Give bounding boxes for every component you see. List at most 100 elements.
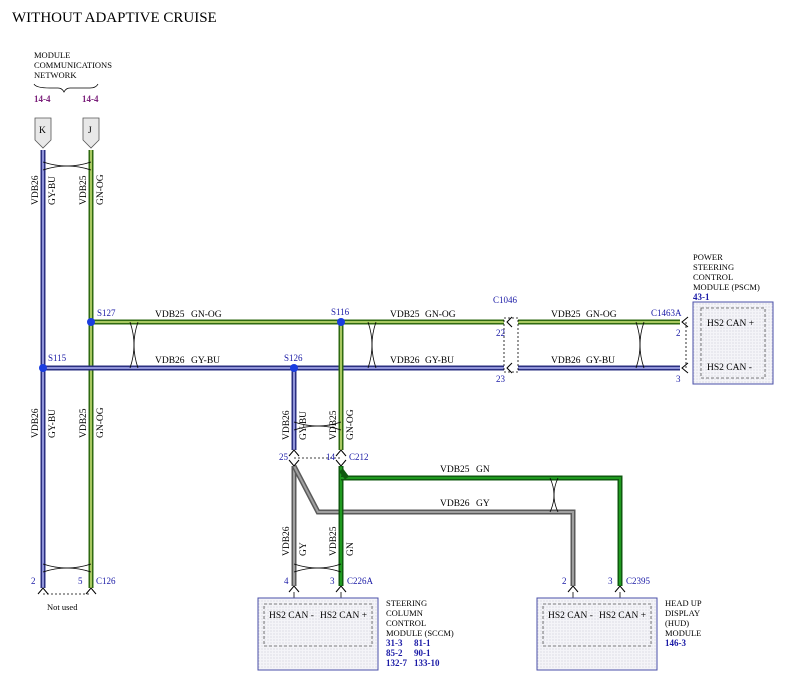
c2395-label: C2395	[626, 576, 651, 586]
svg-text:GN: GN	[476, 465, 490, 475]
connector-c126: 2 5 C126 Not used	[31, 576, 116, 612]
connector-c1046: C1046 22 23	[493, 295, 519, 384]
svg-text:GN: GN	[346, 542, 356, 556]
svg-text:MODULE: MODULE	[665, 628, 701, 638]
splice-s127	[87, 318, 95, 326]
pscm-can-minus: HS2 CAN -	[707, 363, 752, 373]
network-connector-k: K	[34, 117, 52, 149]
svg-text:CONTROL: CONTROL	[386, 618, 426, 628]
svg-text:GN-OG: GN-OG	[346, 409, 356, 440]
svg-text:22: 22	[496, 328, 505, 338]
c126-label: C126	[96, 576, 116, 586]
svg-text:GY-BU: GY-BU	[48, 176, 58, 205]
svg-text:3: 3	[608, 576, 613, 586]
svg-text:VDB25: VDB25	[390, 310, 420, 320]
svg-text:GY-BU: GY-BU	[299, 411, 309, 440]
wire-vdb25-gn-hud	[341, 475, 623, 586]
splice-s126	[290, 364, 298, 372]
svg-text:VDB25: VDB25	[440, 465, 470, 475]
svg-text:(HUD): (HUD)	[665, 618, 689, 628]
svg-text:31-3: 31-3	[386, 638, 403, 648]
sccm-can-plus: HS2 CAN +	[320, 611, 367, 621]
diagram-title: WITHOUT ADAPTIVE CRUISE	[12, 10, 217, 26]
svg-text:COLUMN: COLUMN	[386, 608, 423, 618]
svg-text:VDB26: VDB26	[551, 356, 581, 366]
svg-text:25: 25	[279, 452, 289, 462]
svg-text:POWER: POWER	[693, 252, 723, 262]
vertical-circuit-labels: VDB26 GY-BU VDB25 GN-OG VDB26 GY-BU VDB2…	[31, 174, 356, 556]
svg-text:VDB26: VDB26	[282, 526, 292, 556]
svg-text:HEAD UP: HEAD UP	[665, 598, 702, 608]
svg-text:VDB26: VDB26	[282, 410, 292, 440]
connector-c212: 25 14 C212	[279, 449, 369, 467]
svg-text:90-1: 90-1	[414, 648, 431, 658]
svg-text:4: 4	[284, 576, 289, 586]
svg-text:2: 2	[676, 328, 681, 338]
svg-text:GN-OG: GN-OG	[96, 174, 106, 205]
svg-text:VDB26: VDB26	[31, 175, 41, 205]
svg-text:VDB25: VDB25	[155, 310, 185, 320]
connector-c1463a: C1463A 2 3	[651, 308, 689, 384]
c1046-label: C1046	[493, 295, 518, 305]
network-label: MODULE COMMUNICATIONS NETWORK 14-4 14-4	[33, 50, 112, 104]
svg-text:VDB25: VDB25	[329, 410, 339, 440]
horizontal-circuit-labels: VDB25 GN-OG VDB25 GN-OG VDB25 GN-OG VDB2…	[155, 310, 617, 509]
svg-text:K: K	[39, 126, 46, 136]
svg-text:VDB25: VDB25	[79, 408, 89, 438]
svg-text:C1463A: C1463A	[651, 308, 682, 318]
svg-text:2: 2	[31, 576, 36, 586]
svg-text:132-7: 132-7	[386, 658, 407, 668]
svg-text:GY-BU: GY-BU	[425, 356, 454, 366]
wire-vdb26-gy-hud	[291, 464, 576, 586]
svg-text:VDB25: VDB25	[551, 310, 581, 320]
splice-s115-label: S115	[48, 353, 67, 363]
network-connector-j: J	[82, 117, 100, 149]
svg-text:VDB26: VDB26	[155, 356, 185, 366]
pscm-ref: 43-1	[693, 292, 710, 302]
splice-s115	[39, 364, 47, 372]
c226a-label: C226A	[347, 576, 374, 586]
svg-text:5: 5	[78, 576, 83, 586]
svg-text:GY-BU: GY-BU	[48, 409, 58, 438]
svg-text:GN-OG: GN-OG	[191, 310, 222, 320]
c212-label: C212	[349, 452, 369, 462]
svg-text:3: 3	[330, 576, 335, 586]
svg-text:2: 2	[562, 576, 567, 586]
svg-text:GY-BU: GY-BU	[191, 356, 220, 366]
sccm-module: HS2 CAN - HS2 CAN + STEERING COLUMN CONT…	[257, 597, 454, 671]
svg-text:CONTROL: CONTROL	[693, 272, 733, 282]
svg-text:GN-OG: GN-OG	[425, 310, 456, 320]
svg-text:MODULE (SCCM): MODULE (SCCM)	[386, 628, 454, 638]
svg-text:VDB25: VDB25	[79, 175, 89, 205]
svg-text:GY-BU: GY-BU	[586, 356, 615, 366]
svg-text:GN-OG: GN-OG	[96, 407, 106, 438]
svg-text:14: 14	[326, 452, 336, 462]
pscm-can-plus: HS2 CAN +	[707, 319, 754, 329]
svg-text:3: 3	[676, 374, 681, 384]
svg-text:VDB26: VDB26	[390, 356, 420, 366]
svg-text:NETWORK: NETWORK	[34, 70, 77, 80]
svg-text:81-1: 81-1	[414, 638, 431, 648]
network-ref-k: 14-4	[34, 94, 51, 104]
svg-text:DISPLAY: DISPLAY	[665, 608, 700, 618]
splice-s116-label: S116	[331, 307, 350, 317]
network-ref-j: 14-4	[82, 94, 99, 104]
svg-text:STEERING: STEERING	[693, 262, 734, 272]
hud-ref: 146-3	[665, 638, 686, 648]
svg-text:GY: GY	[299, 542, 309, 556]
svg-text:133-10: 133-10	[414, 658, 440, 668]
svg-text:VDB26: VDB26	[31, 408, 41, 438]
svg-text:GN-OG: GN-OG	[586, 310, 617, 320]
svg-text:STEERING: STEERING	[386, 598, 427, 608]
hud-can-plus: HS2 CAN +	[599, 611, 646, 621]
pscm-module: POWER STEERING CONTROL MODULE (PSCM) 43-…	[692, 252, 774, 385]
svg-text:MODULE (PSCM): MODULE (PSCM)	[693, 282, 760, 292]
not-used-label: Not used	[47, 602, 78, 612]
sccm-can-minus: HS2 CAN -	[269, 611, 314, 621]
twisted-pair-symbols	[42, 161, 645, 573]
svg-text:VDB25: VDB25	[329, 526, 339, 556]
svg-text:MODULE: MODULE	[34, 50, 70, 60]
splice-s127-label: S127	[97, 308, 116, 318]
hud-module: HS2 CAN - HS2 CAN + HEAD UP DISPLAY (HUD…	[536, 597, 702, 671]
